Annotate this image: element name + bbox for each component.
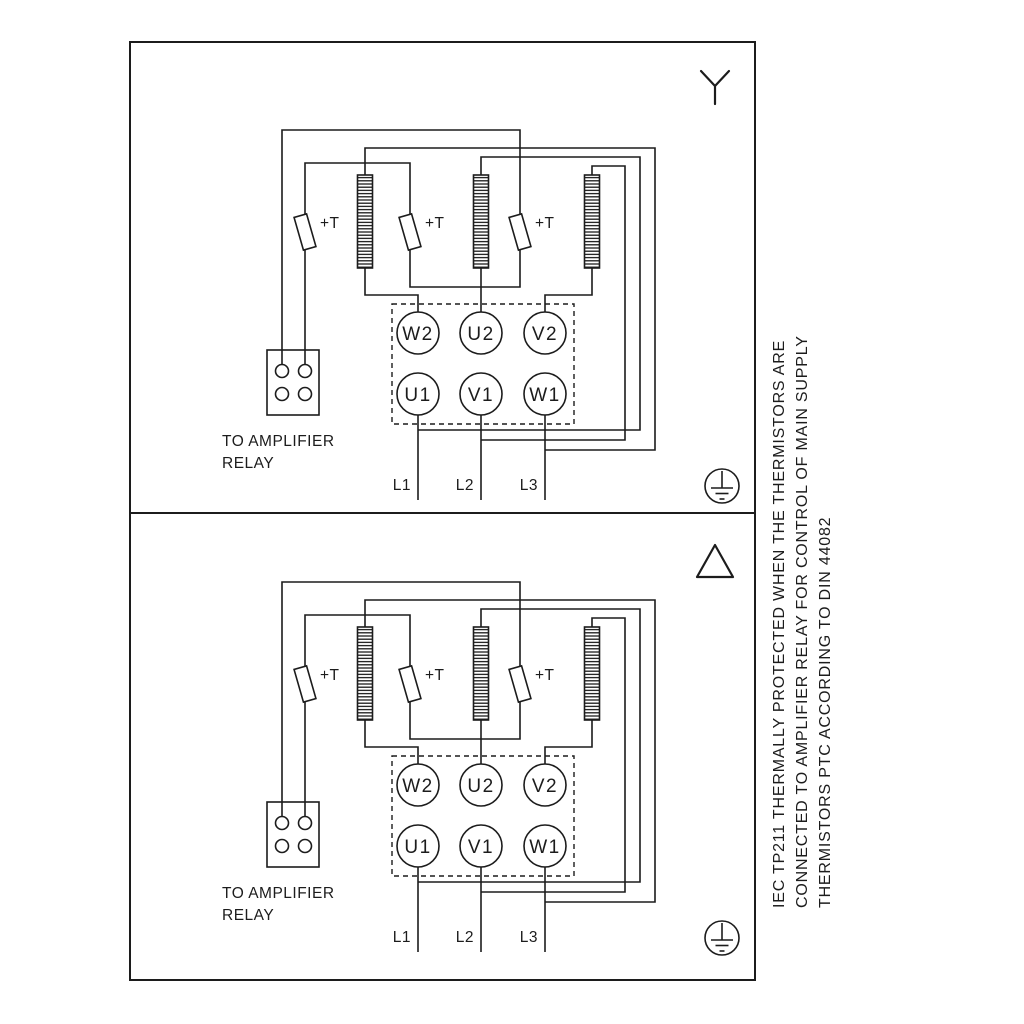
side-note-line1: IEC TP211 THERMALLY PROTECTED WHEN THE T…: [771, 340, 788, 908]
thermistor-label: +T: [425, 667, 445, 684]
supply-label-l1: L1: [393, 929, 411, 946]
relay-caption-line1: TO AMPLIFIER: [222, 885, 335, 902]
supply-label-l2: L2: [456, 477, 474, 494]
terminal-label-w2: W2: [402, 776, 434, 797]
side-note-line2: CONNECTED TO AMPLIFIER RELAY FOR CONTROL…: [794, 335, 811, 908]
terminal-label-v2: V2: [532, 324, 558, 345]
side-note: IEC TP211 THERMALLY PROTECTED WHEN THE T…: [771, 335, 834, 908]
terminal-label-v1: V1: [468, 837, 494, 858]
relay-caption-line1: TO AMPLIFIER: [222, 433, 335, 450]
delta-panel-artwork: [266, 581, 740, 956]
relay-caption-line2: RELAY: [222, 907, 274, 924]
supply-label-l1: L1: [393, 477, 411, 494]
thermistor-label: +T: [425, 215, 445, 232]
thermistor-label: +T: [320, 215, 340, 232]
thermistor-label: +T: [320, 667, 340, 684]
supply-label-l2: L2: [456, 929, 474, 946]
supply-label-l3: L3: [520, 477, 538, 494]
relay-caption-line2: RELAY: [222, 455, 274, 472]
star-panel-artwork: [266, 129, 740, 504]
terminal-label-v1: V1: [468, 385, 494, 406]
supply-label-l3: L3: [520, 929, 538, 946]
delta-connection-icon: [695, 543, 735, 579]
terminal-label-w1: W1: [529, 837, 561, 858]
star-connection-icon: [699, 69, 731, 106]
thermistor-label: +T: [535, 215, 555, 232]
terminal-label-u2: U2: [467, 776, 494, 797]
terminal-label-u2: U2: [467, 324, 494, 345]
terminal-label-w1: W1: [529, 385, 561, 406]
thermistor-label: +T: [535, 667, 555, 684]
side-note-line3: THERMISTORS PTC ACCORDING TO DIN 44082: [817, 517, 834, 908]
terminal-label-u1: U1: [404, 385, 431, 406]
terminal-label-w2: W2: [402, 324, 434, 345]
diagram-outer-border: [129, 41, 756, 981]
terminal-label-u1: U1: [404, 837, 431, 858]
terminal-label-v2: V2: [532, 776, 558, 797]
